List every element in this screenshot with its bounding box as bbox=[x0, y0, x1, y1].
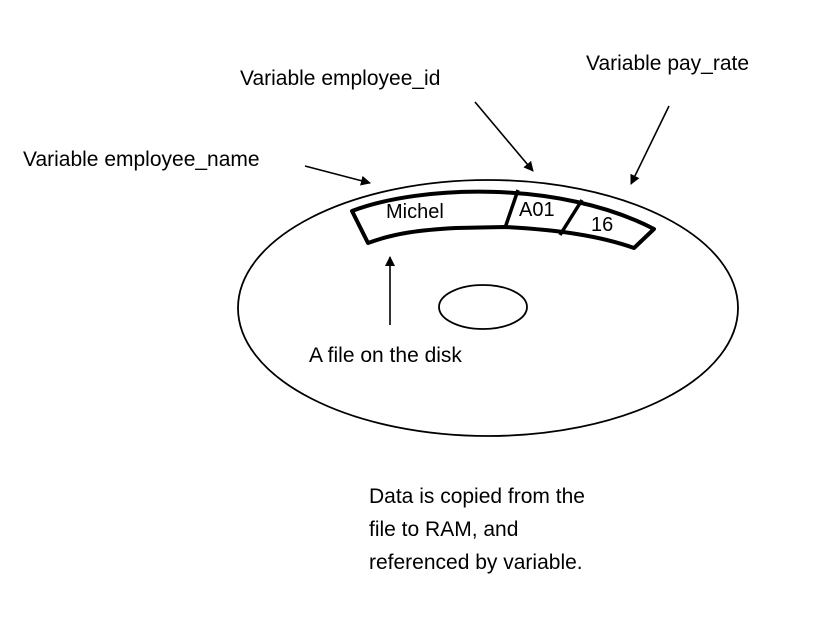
label-employee-id: Variable employee_id bbox=[240, 67, 441, 90]
file-divider-2 bbox=[558, 199, 584, 236]
note-line: file to RAM, and bbox=[369, 518, 519, 541]
disk-hole bbox=[438, 284, 528, 330]
label-pay-rate: Variable pay_rate bbox=[586, 52, 750, 75]
file-segment bbox=[350, 189, 656, 250]
note-line: Data is copied from the bbox=[369, 485, 585, 508]
disk-outer bbox=[237, 179, 739, 437]
arrow-employee-name bbox=[304, 165, 371, 186]
arrow-employee-id bbox=[474, 101, 534, 172]
explanation-note: Data is copied from the file to RAM, and… bbox=[369, 480, 639, 579]
label-employee-name: Variable employee_name bbox=[23, 148, 260, 171]
arrow-pay-rate bbox=[630, 105, 670, 185]
file-divider-1 bbox=[503, 189, 520, 229]
file-value-name: Michel bbox=[386, 201, 444, 223]
file-value-id: A01 bbox=[519, 199, 555, 221]
file-value-rate: 16 bbox=[591, 214, 614, 236]
label-file-on-disk: A file on the disk bbox=[309, 344, 462, 367]
note-line: referenced by variable. bbox=[369, 551, 583, 574]
